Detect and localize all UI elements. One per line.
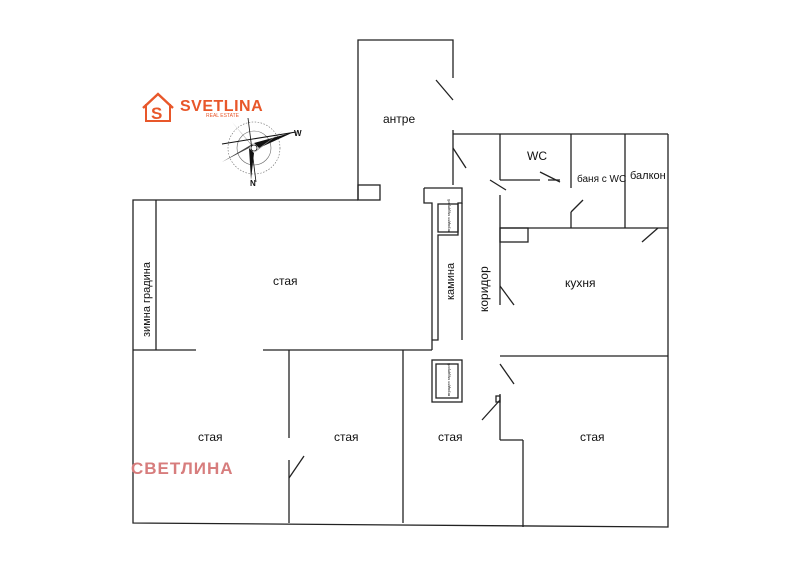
room-label-room-2: стая (334, 430, 359, 444)
logo-name: SVETLINA (180, 98, 263, 115)
wardrobe-label-2: вграден гардероб (446, 362, 451, 396)
doors (288, 79, 659, 479)
compass-rose-icon (221, 117, 297, 183)
room-label-room-3: стая (438, 430, 463, 444)
room-label-wc: WC (527, 149, 547, 163)
house-icon: S (142, 92, 174, 123)
svg-text:S: S (151, 104, 162, 123)
compass-west: W (294, 129, 302, 138)
room-label-kitchen: кухня (565, 276, 596, 290)
logo-tagline: REAL ESTATE (206, 113, 240, 119)
company-logo: S SVETLINA REAL ESTATE (142, 92, 263, 123)
room-label-bath-wc: баня с WC (577, 173, 626, 185)
room-label-fireplace: камина (445, 262, 457, 300)
room-label-room-1: стая (198, 430, 223, 444)
room-label-winter-garden: зимна градина (141, 261, 153, 337)
room-label-balcony: балкон (630, 170, 666, 182)
room-label-main-room: стая (273, 274, 298, 288)
watermark-text: СВЕТЛИНА (131, 459, 234, 478)
wardrobe-label-1: вграден гардероб (446, 198, 451, 232)
room-label-corridor: коридор (477, 266, 491, 312)
compass-north: N (250, 179, 256, 188)
room-label-room-4: стая (580, 430, 605, 444)
room-label-antre: антре (383, 112, 415, 126)
walls (132, 39, 669, 528)
